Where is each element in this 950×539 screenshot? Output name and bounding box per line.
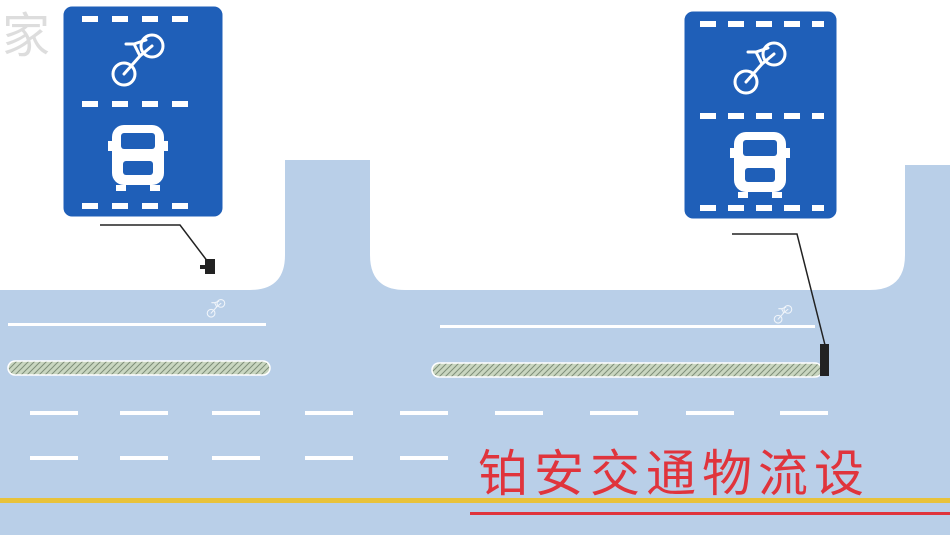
median-right xyxy=(431,362,823,378)
sign-leader-right xyxy=(732,233,826,346)
car-icon xyxy=(730,132,790,198)
sign-pole-left xyxy=(205,259,215,274)
median-left xyxy=(7,360,271,376)
corner-watermark: 家 xyxy=(2,8,50,64)
bike-lane-line-left xyxy=(8,323,266,326)
sign-pole-right xyxy=(820,344,829,376)
watermark-underline xyxy=(470,512,950,515)
right-lane-sign xyxy=(681,8,840,222)
watermark-title: 铂安交通物流设 xyxy=(478,445,870,503)
left-lane-sign xyxy=(60,3,226,220)
lane-dashes-upper xyxy=(30,411,828,415)
bike-lane-line-right xyxy=(440,325,815,328)
lane-dashes-lower xyxy=(30,456,448,460)
road-surface xyxy=(0,160,950,535)
center-line xyxy=(0,498,950,503)
sign-leader-left xyxy=(100,224,209,263)
car-icon xyxy=(108,125,168,191)
